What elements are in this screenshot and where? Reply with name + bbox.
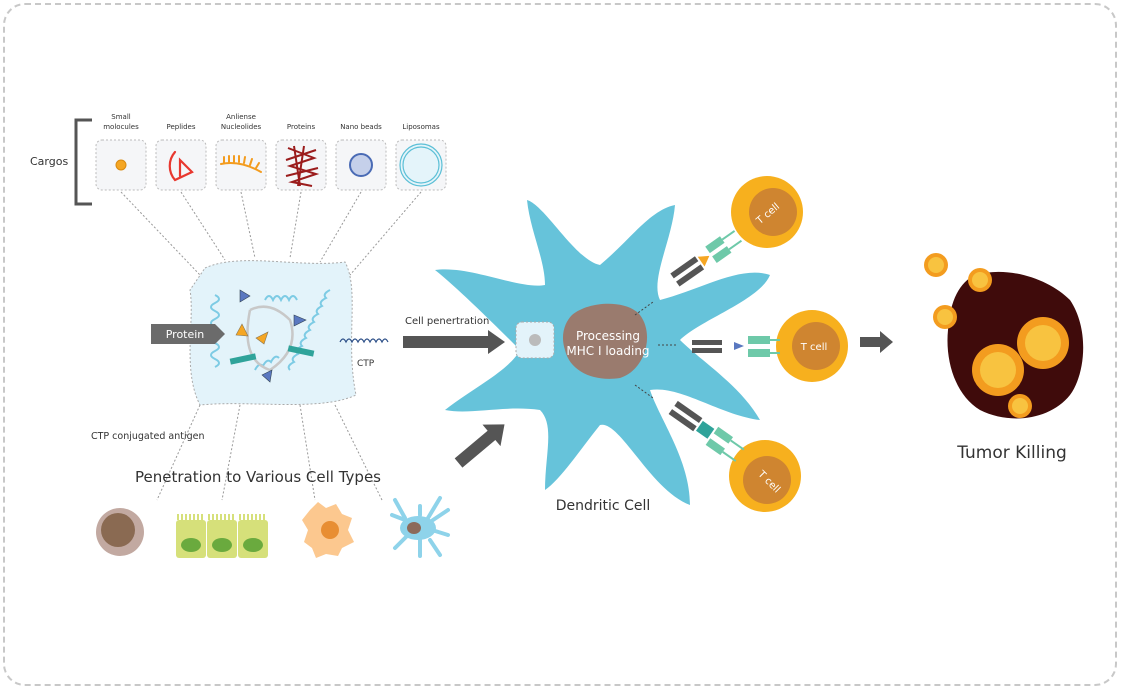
tcell-top: T cell (670, 176, 803, 287)
cell-penetration-label: Cell penertration (405, 316, 489, 327)
epithelial-cells-icon (176, 514, 268, 558)
cell-penetration-arrow (403, 330, 505, 354)
tcell-bottom: T cell (668, 400, 801, 512)
cargo-label: Peplides (166, 123, 195, 131)
cargo-label: molocules (103, 123, 139, 131)
antigen-label: CTP conjugated antigen (91, 431, 204, 442)
liposome-icon (399, 143, 443, 187)
cargo-item-liposomes: Liposomas (395, 123, 447, 191)
peptide-icon (168, 150, 194, 182)
cargo-list: Small molocules Peplides Anliense Nucleo… (95, 113, 447, 191)
small-molecule-icon (115, 159, 127, 171)
protein-tag: Protein (151, 324, 225, 344)
tumor-killing-title: Tumor Killing (956, 443, 1067, 463)
cargos-bracket (74, 118, 92, 206)
cargo-item-proteins: Proteins (275, 123, 327, 191)
cargo-item-antisense: Anliense Nucleolides (215, 113, 267, 191)
antisense-nucleotide-icon (220, 155, 262, 173)
tumor-arrow (860, 331, 893, 353)
cargo-label: Nucleolides (221, 123, 262, 131)
ctp-antigen-conjugate (189, 260, 357, 406)
neuron-icon (390, 496, 450, 558)
cargo-label: Nano beads (340, 123, 382, 131)
cargo-item-small-molecules: Small molocules (95, 113, 147, 191)
dendritic-cell-title: Dendritic Cell (556, 498, 651, 514)
tcell-label: T cell (800, 342, 828, 353)
penetration-connectors (156, 404, 383, 501)
cargo-label: Proteins (287, 123, 316, 131)
penetration-arrow-diagonal (454, 424, 505, 468)
nucleus-line2: MHC I loading (566, 344, 649, 358)
dendritic-cell: Processing MHC I loading (435, 200, 770, 505)
ctp-label: CTP (357, 359, 375, 369)
protein-label: Protein (166, 328, 205, 341)
presentation-dotted-arrows (634, 301, 678, 399)
ctp-helix-icon (339, 338, 389, 344)
cargo-label: Small (111, 113, 130, 121)
fibroblast-icon (302, 502, 354, 558)
tcell-middle: T cell (692, 310, 848, 382)
lymphocyte-icon (96, 508, 144, 556)
cargo-label: Anliense (226, 113, 256, 121)
tumor-cell (924, 253, 1084, 419)
cargos-label: Cargos (30, 155, 68, 168)
cargo-item-nano-beads: Nano beads (335, 123, 387, 191)
protein-icon (285, 145, 320, 187)
cargo-label: Liposomas (402, 123, 440, 131)
nano-bead-icon (349, 153, 373, 177)
nucleus-line1: Processing (576, 329, 640, 343)
diagram-frame (3, 3, 1117, 686)
cargo-item-peptides: Peplides (155, 123, 207, 191)
penetration-title: Penetration to Various Cell Types (135, 468, 381, 486)
cargo-connectors (120, 191, 422, 276)
